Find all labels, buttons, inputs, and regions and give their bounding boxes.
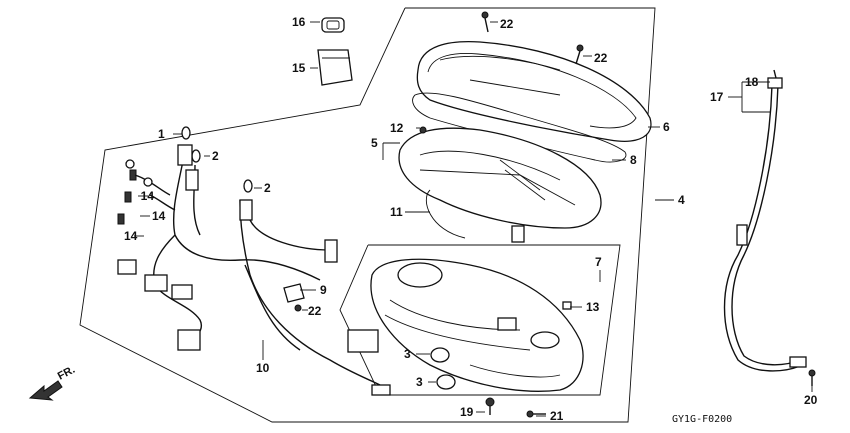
bulbs [181,126,253,193]
grommets [430,347,456,390]
callout-1: 1 [158,127,165,141]
callout-3: 3 [416,375,423,389]
lower-case [370,258,584,392]
leader-lines [134,21,813,417]
callout-2: 2 [212,149,219,163]
callout-22: 22 [308,304,322,318]
callout-14: 14 [152,209,166,223]
callout-14: 14 [124,229,138,243]
callout-17: 17 [710,90,724,104]
wire-harness [117,144,391,396]
callout-6: 6 [663,120,670,134]
callout-22: 22 [594,51,608,65]
relay-and-cover [317,17,353,86]
callout-5: 5 [371,136,378,150]
callout-16: 16 [292,15,306,29]
fasteners [117,11,816,418]
callout-12: 12 [390,121,404,135]
callout-13: 13 [586,300,600,314]
callout-18: 18 [745,75,759,89]
front-label: FR. [56,364,77,383]
meter-lens [416,40,652,142]
callout-14: 14 [141,189,155,203]
meter-gasket [412,92,627,163]
callout-7: 7 [595,255,602,269]
callout-21: 21 [550,409,564,423]
callout-3: 3 [404,347,411,361]
callout-labels: 1 2 2 3 3 4 5 6 7 8 9 10 11 12 13 14 14 … [124,15,818,423]
front-direction-indicator: FR. [28,364,77,401]
callout-22: 22 [500,17,514,31]
speedometer-cable [723,69,807,372]
callout-15: 15 [292,61,306,75]
callout-20: 20 [804,393,818,407]
assembly-outline [79,7,656,423]
callout-4: 4 [678,193,685,207]
callout-2: 2 [264,181,271,195]
front-arrow-icon [28,380,63,401]
callout-19: 19 [460,405,474,419]
callout-11: 11 [390,205,403,219]
callout-10: 10 [256,361,270,375]
meter-assembly [398,127,602,243]
callout-8: 8 [630,153,637,167]
drawing-code: GY1G-F0200 [672,414,732,425]
callout-9: 9 [320,283,327,297]
